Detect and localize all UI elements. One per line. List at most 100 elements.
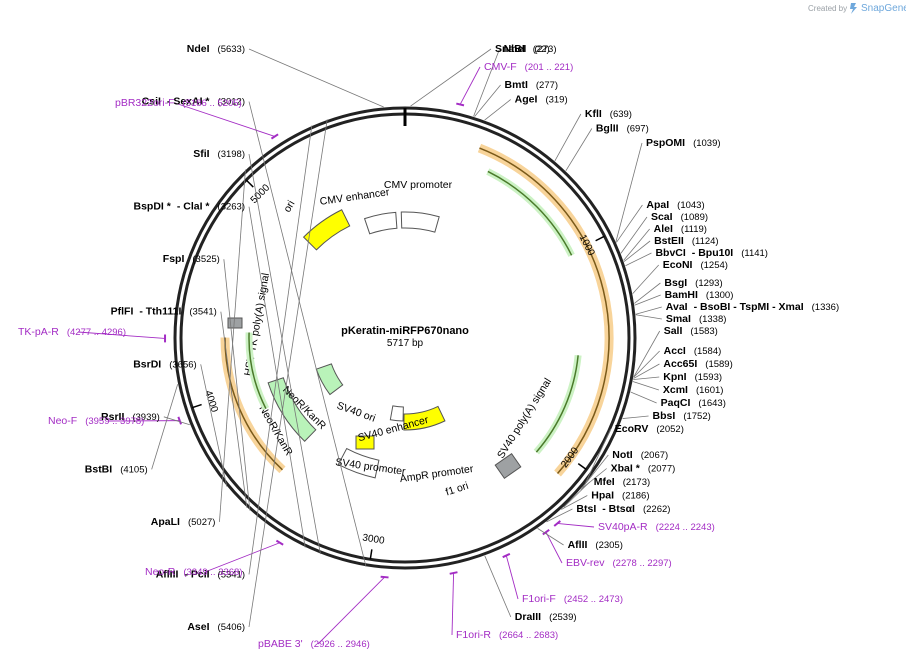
site-label: MfeI(2173) xyxy=(594,476,650,488)
enzyme-isoschizomers: - BtsαI xyxy=(602,503,635,515)
site-connector xyxy=(615,142,643,242)
enzyme-name: SalI xyxy=(664,325,683,337)
primer-mark xyxy=(456,102,465,107)
site-label: PspOMI (1039) xyxy=(646,137,721,149)
enzyme-name: EcoRV xyxy=(615,423,649,435)
site-label: BglII(697) xyxy=(596,123,649,135)
primer-name: F1ori-R xyxy=(456,629,491,641)
enzyme-position: (2077) xyxy=(648,464,675,475)
site-connector xyxy=(635,306,662,315)
enzyme-name: AccI xyxy=(664,345,686,357)
site-connector xyxy=(223,259,251,511)
primer-name: TK-pA-R xyxy=(18,326,59,338)
enzyme-position: (5341) xyxy=(218,569,245,580)
primer-mark xyxy=(380,575,389,579)
plasmid-length: 5717 bp xyxy=(387,338,424,349)
enzyme-isoschizomers: - PciI xyxy=(184,568,209,580)
tick-mark xyxy=(369,549,373,560)
enzyme-name: ScaI xyxy=(651,211,673,223)
site-connector xyxy=(546,508,573,523)
primer-connector xyxy=(77,331,166,339)
enzyme-name: AvaI xyxy=(666,301,688,313)
site-label: SalI(1583) xyxy=(664,325,718,337)
site-connector xyxy=(200,364,228,487)
site-label: BsgI(1293) xyxy=(664,277,722,289)
enzyme-position: (1039) xyxy=(693,138,720,149)
enzyme-name: PflFI xyxy=(111,306,134,318)
site-label: AseI(5406) xyxy=(187,621,245,633)
site-label: AleI(1119) xyxy=(654,223,707,235)
enzyme-position: (3541) xyxy=(189,307,216,318)
primer-label: pBABE 3'(2926 .. 2946) xyxy=(258,638,370,650)
primer-range: (3349 .. 3368) xyxy=(183,567,242,578)
enzyme-position: (1338) xyxy=(699,314,726,325)
enzyme-position: (3263) xyxy=(218,202,245,213)
site-connector xyxy=(484,555,512,618)
site-connector xyxy=(248,125,313,575)
site-label: ApaI(1043) xyxy=(646,199,704,211)
enzyme-position: (1584) xyxy=(694,346,721,357)
site-label: EcoRV (2052) xyxy=(615,423,684,435)
primer-connector xyxy=(174,102,275,137)
site-connector xyxy=(563,481,590,508)
site-connector xyxy=(484,99,511,121)
primer-label: EBV-rev(2278 .. 2297) xyxy=(566,557,672,569)
site-connector xyxy=(219,169,246,522)
tick-label: 4000 xyxy=(202,389,220,414)
site-connector xyxy=(633,363,660,379)
enzyme-name: SfiI xyxy=(193,148,209,160)
enzyme-position: (2067) xyxy=(641,450,668,461)
snapgene-logo-icon xyxy=(850,3,857,14)
site-label: NdeI(5633) xyxy=(187,43,245,55)
enzyme-position: (639) xyxy=(610,109,632,120)
enzyme-position: (3198) xyxy=(218,149,245,160)
site-connector xyxy=(633,376,660,380)
primer-name: Neo-F xyxy=(48,415,77,427)
enzyme-name: RsrII xyxy=(101,411,124,423)
site-label: AflIII- PciI(5341) xyxy=(156,568,245,580)
primer-connector xyxy=(557,523,595,528)
site-connector xyxy=(537,528,564,546)
enzyme-position: (1593) xyxy=(695,372,722,383)
site-label: AflII(2305) xyxy=(568,539,623,551)
orf-band xyxy=(533,354,582,455)
site-label: BbsI(1752) xyxy=(653,410,711,422)
enzyme-position: (5633) xyxy=(218,44,245,55)
primer-range: (2664 .. 2683) xyxy=(499,630,558,641)
enzyme-name: BbsI xyxy=(653,410,676,422)
site-label: BsrDI(3656) xyxy=(133,358,196,370)
feature-label: CMV promoter xyxy=(384,179,453,191)
primer-name: CMV-F xyxy=(484,61,517,73)
site-label: AccI (1584) xyxy=(664,345,722,357)
enzyme-name: SnaBI xyxy=(495,43,525,55)
enzyme-position: (277) xyxy=(536,80,558,91)
feature-sv40-promoter xyxy=(337,447,380,479)
enzyme-position: (697) xyxy=(627,124,649,135)
feature-sv40-ori xyxy=(355,435,375,450)
enzyme-name: BstBI xyxy=(85,463,113,475)
site-label: SnaBI(22) xyxy=(495,43,550,55)
site-connector xyxy=(633,350,660,378)
feature-neor-2 xyxy=(315,363,344,396)
enzyme-name: AleI xyxy=(654,223,673,235)
enzyme-position: (1589) xyxy=(705,359,732,370)
site-connector xyxy=(248,154,321,555)
site-label: KpnI(1593) xyxy=(663,371,722,383)
primer-connector xyxy=(317,576,385,645)
orf-strand xyxy=(487,170,573,256)
primer-range: (2278 .. 2297) xyxy=(613,558,672,569)
tick-mark xyxy=(191,403,202,409)
tick-mark xyxy=(245,179,254,188)
primer-connector xyxy=(459,66,481,105)
site-label: BmtI(277) xyxy=(505,79,559,91)
site-connector xyxy=(620,216,648,254)
site-connector xyxy=(635,314,662,320)
enzyme-position: (1089) xyxy=(681,212,708,223)
enzyme-name: PspOMI xyxy=(646,137,685,149)
enzyme-name: BspDI * xyxy=(134,201,172,213)
enzyme-position: (2052) xyxy=(656,424,683,435)
site-connector xyxy=(632,381,660,391)
enzyme-name: Acc65I xyxy=(663,358,697,370)
primer-name: SV40pA-R xyxy=(598,521,648,533)
enzyme-isoschizomers: - ClaI * xyxy=(177,201,211,213)
